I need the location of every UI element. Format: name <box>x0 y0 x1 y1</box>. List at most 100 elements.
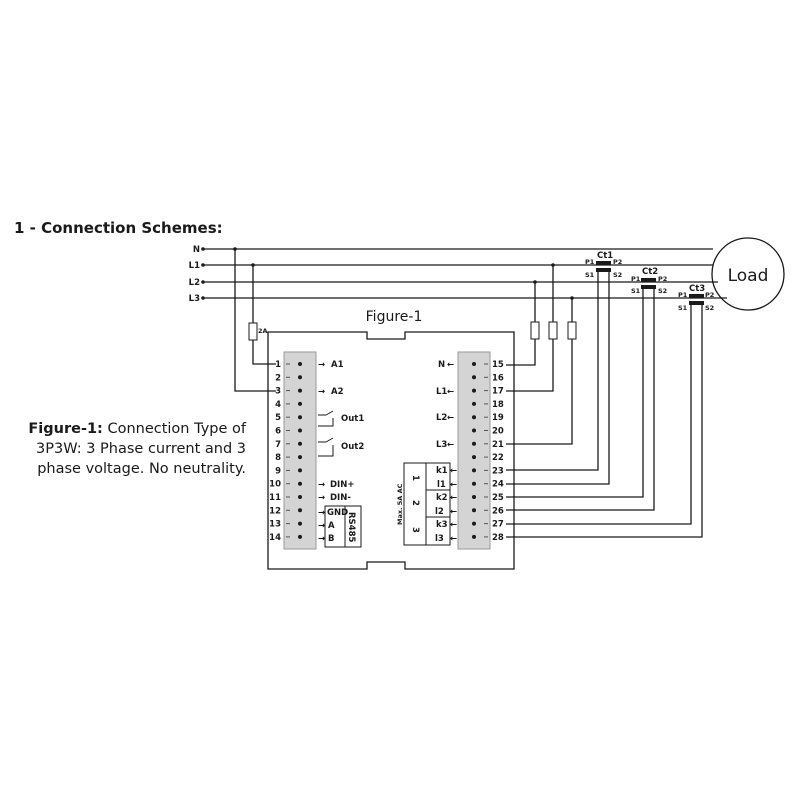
arrow-a1: → <box>318 360 325 370</box>
left-terminal-screw <box>298 455 302 460</box>
ct2-s2: S2 <box>658 287 667 295</box>
ct1-label: Ct1 <box>597 251 613 261</box>
current-label-l1: l1 <box>437 480 446 490</box>
right-pin-number: 18 <box>492 400 504 410</box>
right-pin-number: 17 <box>492 387 504 397</box>
left-pin-number: 7 <box>275 440 281 450</box>
left-terminal-screw <box>298 495 302 499</box>
signal-a: A <box>328 521 335 531</box>
ct1-core <box>596 268 611 272</box>
figure-caption: Figure-1: Connection Type of 3P3W: 3 Pha… <box>14 419 246 479</box>
current-label-k1: k1 <box>436 466 448 476</box>
left-terminal-screw <box>298 362 302 366</box>
right-terminal-screw <box>472 508 476 513</box>
signal-out1: Out1 <box>341 414 364 424</box>
fuse-l1 <box>548 321 558 340</box>
arrow-a: → <box>318 521 325 531</box>
line-label-l1: L1 <box>189 261 200 271</box>
right-terminal-screw <box>472 388 476 393</box>
ct2: Ct2 P1 P2 S1 S2 <box>506 267 667 511</box>
ct1-s1: S1 <box>585 271 595 279</box>
left-terminal-screw <box>298 468 302 473</box>
ct2-p2: P2 <box>658 275 667 283</box>
right-terminal-screw <box>472 362 476 366</box>
rs485-label-box <box>344 505 362 548</box>
ct1-p2: P2 <box>613 258 622 266</box>
arrow-din-minus: → <box>318 493 325 503</box>
signal-b: B <box>328 534 334 544</box>
right-pin-number: 20 <box>492 427 504 437</box>
arrow-l2: ← <box>447 413 454 423</box>
caption-figure-ref: Figure-1: <box>28 421 103 437</box>
right-terminal-screw <box>472 534 476 539</box>
caption-text: Connection Type of 3P3W: 3 Phase current… <box>36 421 246 477</box>
ct-group-1: 1 <box>410 475 420 481</box>
arrow-i3: ← <box>450 534 457 544</box>
left-terminal-screw <box>298 428 302 433</box>
arrow-a2: → <box>318 387 325 397</box>
fuse-l2 <box>530 321 540 340</box>
right-terminal-screw <box>472 401 476 406</box>
wire-ct2-s1-to-pin25 <box>506 289 644 498</box>
arrow-k1: ← <box>450 466 457 476</box>
left-pin-number: 1 <box>275 360 281 370</box>
ct-group-3: 3 <box>410 527 420 533</box>
arrow-din-plus: → <box>318 480 325 490</box>
right-terminal-screw <box>472 481 476 486</box>
signal-gnd: GND <box>327 508 348 518</box>
right-terminal-screw <box>472 428 476 433</box>
left-pin-number: 4 <box>275 400 281 410</box>
left-pin-number: 9 <box>275 466 281 476</box>
left-pin-number: 13 <box>269 520 281 530</box>
left-terminal-screw <box>298 415 302 420</box>
wire-fuse-to-pin15 <box>506 339 536 366</box>
arrow-n: ← <box>447 360 454 370</box>
right-terminal-screw <box>472 521 476 526</box>
voltage-drops-left: 2A <box>234 249 276 392</box>
wire-fuse-to-pin21 <box>506 339 573 445</box>
line-label-l2: L2 <box>189 278 200 288</box>
voltage-label-l2: L2 <box>436 413 447 423</box>
wire-ct2-s2-to-pin26 <box>506 289 655 511</box>
ct3-p1: P1 <box>678 291 688 299</box>
arrow-gnd: → <box>318 508 325 518</box>
meter-enclosure: Figure-1 <box>267 309 515 570</box>
left-terminal-screw <box>298 401 302 406</box>
right-pin-number: 27 <box>492 520 504 530</box>
ct2-s1: S1 <box>631 287 641 295</box>
right-pin-number: 21 <box>492 440 504 450</box>
ct3-p2: P2 <box>705 291 714 299</box>
power-lines: N L1 L2 L3 <box>189 245 727 304</box>
ct1-core <box>596 261 611 265</box>
current-label-k2: k2 <box>436 493 448 503</box>
wire-ct1-s2-to-pin24 <box>506 272 610 485</box>
ct1: Ct1 P1 P2 S1 S2 <box>506 251 622 485</box>
right-voltage-labels: N ← L1 ← L2 ← L3 ← <box>436 360 454 450</box>
ct3-core <box>689 301 704 305</box>
signal-din-plus: DIN+ <box>330 480 354 490</box>
ct2-core <box>641 278 656 282</box>
right-pin-number: 28 <box>492 533 504 543</box>
ct3-core <box>689 294 704 298</box>
right-pin-number: 25 <box>492 493 504 503</box>
current-input-block: Max. 5A AC 1 2 3 k1 l1 k2 l2 k3 l3 ← ← ←… <box>396 462 457 546</box>
signal-out2: Out2 <box>341 442 364 452</box>
wire-n-to-pin3 <box>234 249 276 392</box>
ct1-p1: P1 <box>585 258 595 266</box>
right-pin-number: 24 <box>492 480 504 490</box>
right-terminal-screw <box>472 455 476 460</box>
ct3-label: Ct3 <box>689 284 705 294</box>
left-terminal-screw <box>298 534 302 539</box>
right-pin-number: 22 <box>492 453 504 463</box>
voltage-label-n: N <box>438 360 445 370</box>
left-pin-number: 6 <box>275 427 281 437</box>
left-terminal-screw <box>298 521 302 526</box>
current-input-box <box>403 462 451 546</box>
wire-ct3-s1-to-pin27 <box>506 305 692 525</box>
right-pin-number: 26 <box>492 506 504 516</box>
ct-group-2: 2 <box>410 500 420 506</box>
arrow-i1: ← <box>450 480 457 490</box>
